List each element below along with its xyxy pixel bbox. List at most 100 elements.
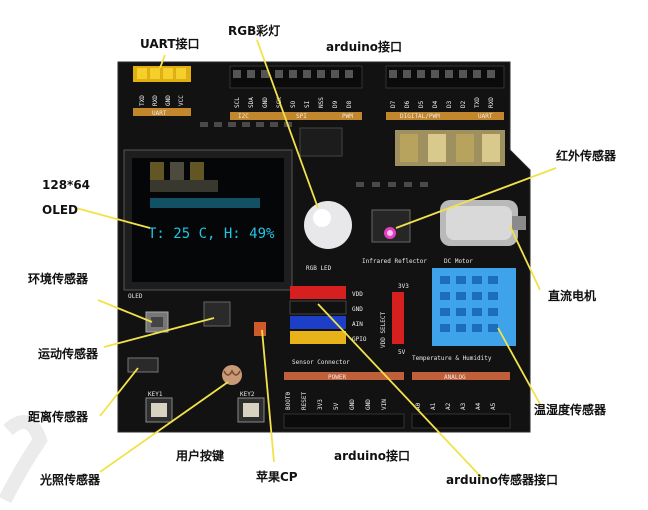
top-pin-d4: D4 <box>432 100 439 108</box>
top-pin-hole <box>445 70 453 78</box>
conn-pin-gnd: GND <box>352 306 363 313</box>
top-pin-d2: D2 <box>460 100 467 108</box>
top-pin-hole <box>345 70 353 78</box>
top-pin-hole <box>487 70 495 78</box>
vsel-5v: 5V <box>398 349 406 356</box>
label-distance-sensor: 距离传感器 <box>28 410 88 424</box>
key1-silk: KEY1 <box>148 391 163 398</box>
top-pin-d5: D5 <box>418 100 425 108</box>
vsel-3v3: 3V3 <box>398 283 409 290</box>
spi-silk: SPI <box>296 113 307 120</box>
label-arduino-sensor-port: arduino传感器接口 <box>446 473 558 487</box>
analog-pin-a3: A3 <box>460 402 467 410</box>
key2-silk: KEY2 <box>240 391 255 398</box>
key1-button <box>146 398 172 422</box>
top-pin-hole <box>403 70 411 78</box>
top-pin-hole <box>233 70 241 78</box>
uart-pin-vcc: VCC <box>178 95 185 106</box>
uart-silk: UART <box>152 110 167 117</box>
infrared-reflector <box>372 210 410 242</box>
top-pin-hole <box>317 70 325 78</box>
top-pin-txd: TXD <box>474 97 481 108</box>
top-pin-si: SI <box>304 100 311 108</box>
rgb-led <box>304 201 352 249</box>
top-pin-hole <box>289 70 297 78</box>
label-oled-res: 128*64 <box>42 178 90 192</box>
analog-silk: ANALOG <box>444 374 466 381</box>
top-pin-hole <box>247 70 255 78</box>
power-pin-gnd: GND <box>365 399 372 410</box>
vdd-select-jumper <box>392 292 404 344</box>
label-motion-sensor: 运动传感器 <box>38 347 98 361</box>
label-temp-humidity: 温湿度传感器 <box>534 403 606 417</box>
top-pin-nss: NSS <box>318 97 325 108</box>
top-pin-hole <box>431 70 439 78</box>
analog-pin-a5: A5 <box>490 402 497 410</box>
label-light-sensor: 光照传感器 <box>40 473 100 487</box>
top-pin-d7: D7 <box>390 100 397 108</box>
uart2-silk: UART <box>478 113 493 120</box>
power-pin-vin: VIN <box>381 399 388 410</box>
top-pin-hole <box>473 70 481 78</box>
i2c-silk: I2C <box>238 113 249 120</box>
label-oled: OLED <box>42 203 78 217</box>
watermark <box>5 422 40 500</box>
vdd-select-silk: VDD SELECT <box>380 311 387 348</box>
label-rgb-led: RGB彩灯 <box>228 24 280 38</box>
ir-silk: Infrared Reflector <box>362 258 427 265</box>
label-buzzer: 苹果CP <box>256 470 298 484</box>
pwm-silk: PWM <box>342 113 353 120</box>
power-pin-gnd: GND <box>349 399 356 410</box>
light-sensor-ldr <box>222 365 242 385</box>
label-arduino-top: arduino接口 <box>326 40 402 54</box>
temp-silk: Temperature & Humidity <box>412 355 492 362</box>
top-pin-so: SO <box>290 100 297 108</box>
top-pin-hole <box>459 70 467 78</box>
power-pin-boot0: BOOT0 <box>285 392 292 410</box>
sensor-connector-silk: Sensor Connector <box>292 359 350 366</box>
label-user-keys: 用户按键 <box>176 449 224 463</box>
motion-sensor-chip <box>204 302 230 326</box>
oled-module <box>124 150 292 290</box>
env-sensor-chip <box>146 312 168 332</box>
conn-pin-ain: AIN <box>352 321 363 328</box>
key2-button <box>238 398 264 422</box>
digital-silk: DIGITAL/PWM <box>400 113 440 120</box>
analog-pin-a1: A1 <box>430 402 437 410</box>
uart-pin-rxd: RXD <box>152 95 159 106</box>
top-pin-gnd: GND <box>262 97 269 108</box>
motor-silk: DC Motor <box>444 258 473 265</box>
top-pin-hole <box>417 70 425 78</box>
top-pin-hole <box>389 70 397 78</box>
u6-chip <box>254 322 266 336</box>
top-pin-d6: D6 <box>404 100 411 108</box>
blurred-chip <box>395 130 505 166</box>
oled-silk: OLED <box>128 293 143 300</box>
analog-pin-a2: A2 <box>445 402 452 410</box>
top-pin-rxd: RXD <box>488 97 495 108</box>
power-silk: POWER <box>328 374 346 381</box>
conn-pin-vdd: VDD <box>352 291 363 298</box>
top-pin-scl: SCL <box>234 97 241 108</box>
power-pin-reset: RESET <box>301 392 308 410</box>
uart-pin-gnd: GND <box>165 95 172 106</box>
power-pin-3v3: 3V3 <box>317 399 324 410</box>
top-pin-d8: D8 <box>346 100 353 108</box>
top-pin-sda: SDA <box>248 97 255 108</box>
power-pin-5v: 5V <box>333 402 340 410</box>
label-uart: UART接口 <box>140 37 200 51</box>
oled-display-text: T: 25 C, H: 49% <box>148 226 275 242</box>
dht-sensor <box>432 268 516 346</box>
uart-pin-txd: TXD <box>139 95 146 106</box>
label-arduino-bottom: arduino接口 <box>334 449 410 463</box>
top-pin-d9: D9 <box>332 100 339 108</box>
top-pin-hole <box>331 70 339 78</box>
top-pin-d3: D3 <box>446 100 453 108</box>
rgb-silk: RGB LED <box>306 265 332 272</box>
label-infrared: 红外传感器 <box>556 149 616 163</box>
top-pin-hole <box>303 70 311 78</box>
label-env-sensor: 环境传感器 <box>28 272 88 286</box>
distance-sensor <box>128 358 158 372</box>
top-pin-hole <box>275 70 283 78</box>
